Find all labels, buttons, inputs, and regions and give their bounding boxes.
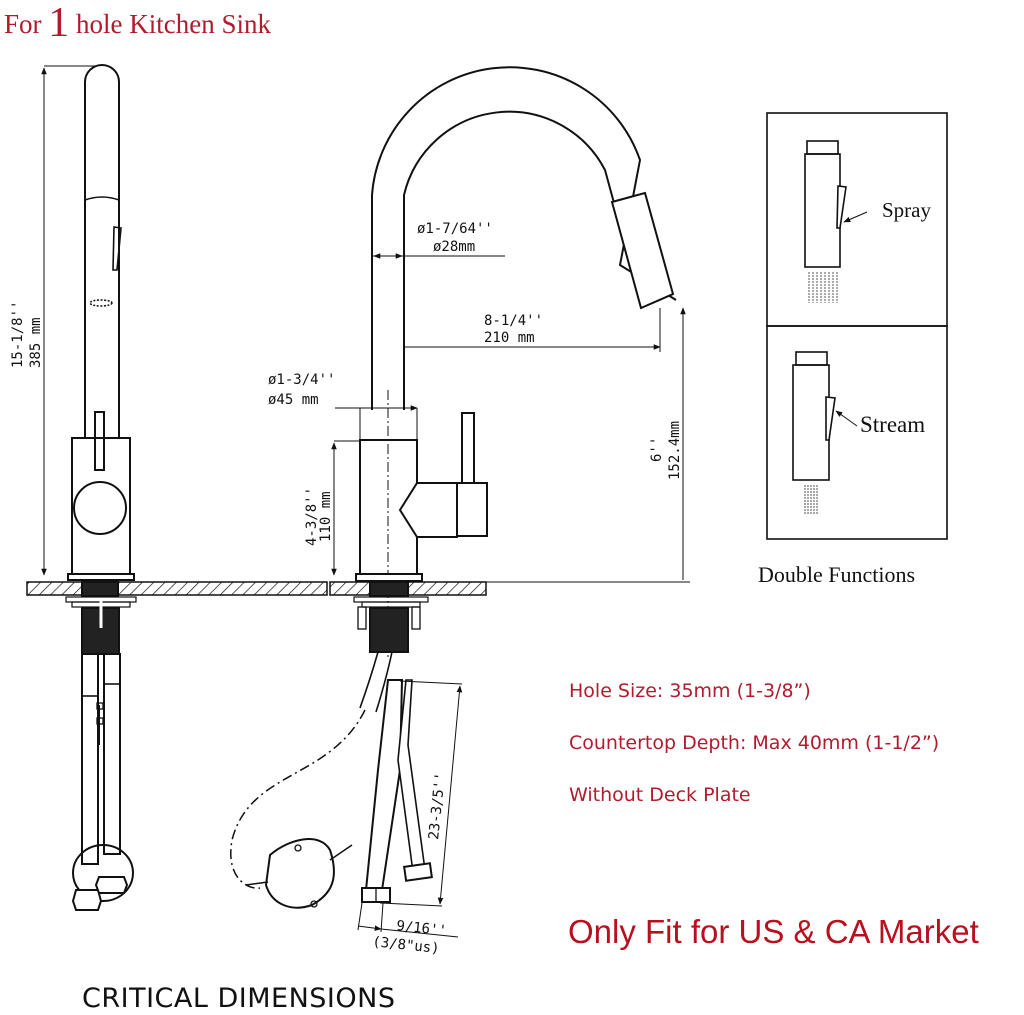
stream-label: Stream [860,412,925,437]
spout-diameter-in: ø1-7/64'' [417,221,493,237]
body-height-mm: 110 mm [318,491,334,542]
front-view [230,66,690,938]
body-diameter-in: ø1-3/4'' [268,372,335,388]
clearance-mm: 152.4mm [667,421,683,480]
hole-count: 1 [48,0,70,46]
spec-deck-plate: Without Deck Plate [569,784,751,806]
page-title: For 1 hole Kitchen Sink [4,2,271,44]
total-height-in: 15-1/8'' [10,301,26,368]
spout-diameter-mm: ø28mm [433,239,475,255]
title-suffix: hole Kitchen Sink [76,9,271,39]
clearance-in: 6'' [649,437,665,462]
spec-hole-size: Hole Size: 35mm (1-3/8”) [569,680,811,702]
reach-mm: 210 mm [484,330,535,346]
critical-dimensions-caption: CRITICAL DIMENSIONS [82,983,396,1014]
spray-label: Spray [882,198,931,222]
connector-size-us: (3/8"us) [372,934,441,957]
body-height-in: 4-3/8'' [304,487,320,546]
reach-in: 8-1/4'' [484,313,543,329]
hose-length-in: 23-3/5'' [426,772,449,841]
total-height-mm: 385 mm [28,317,44,368]
body-diameter-mm: ø45 mm [268,392,319,408]
market-note: Only Fit for US & CA Market [568,913,979,950]
double-functions-caption: Double Functions [758,562,915,587]
side-view [26,64,328,911]
functions-panel [766,112,948,540]
connector-size-in: 9/16'' [396,918,448,939]
title-prefix: For [4,9,42,39]
spec-countertop-depth: Countertop Depth: Max 40mm (1-1/2”) [569,732,940,754]
